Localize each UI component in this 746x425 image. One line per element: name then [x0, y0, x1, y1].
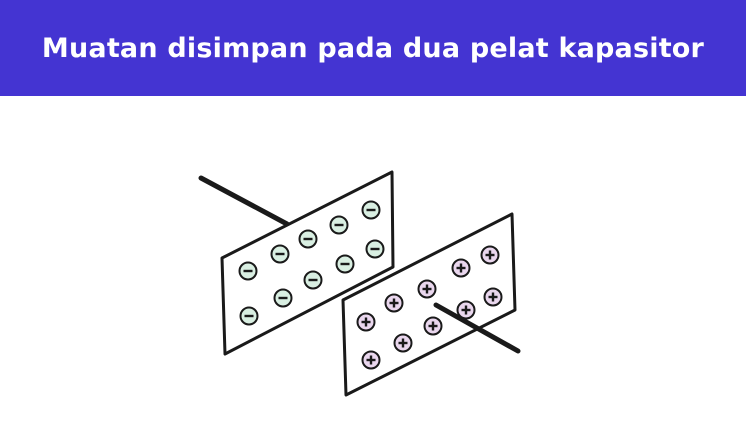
positive-plate — [341, 212, 517, 397]
negative-charge-icon — [335, 254, 355, 274]
positive-charges — [356, 245, 503, 370]
negative-charge-icon — [329, 215, 349, 235]
negative-charge-icon — [298, 229, 318, 249]
positive-lead-wire — [433, 302, 521, 354]
title-banner: Muatan disimpan pada dua pelat kapasitor — [0, 0, 746, 96]
negative-charge-icon — [239, 306, 259, 326]
page-title: Muatan disimpan pada dua pelat kapasitor — [41, 32, 705, 64]
positive-charge-icon — [384, 293, 404, 313]
capacitor-diagram — [0, 96, 746, 425]
positive-charge-icon — [451, 258, 471, 278]
positive-charge-icon — [480, 245, 500, 265]
positive-charge-icon — [393, 333, 413, 353]
positive-charge-icon — [423, 316, 443, 336]
negative-lead-wire — [198, 175, 290, 227]
negative-charge-icon — [303, 270, 323, 290]
negative-charge-icon — [270, 244, 290, 264]
negative-charge-icon — [238, 261, 258, 281]
negative-charge-icon — [365, 239, 385, 259]
positive-charge-icon — [417, 279, 437, 299]
positive-charge-icon — [483, 287, 503, 307]
negative-charges — [238, 200, 385, 326]
negative-plate — [220, 170, 395, 356]
positive-charge-icon — [456, 300, 476, 320]
positive-charge-icon — [356, 312, 376, 332]
negative-charge-icon — [273, 288, 293, 308]
negative-charge-icon — [361, 200, 381, 220]
positive-charge-icon — [361, 350, 381, 370]
capacitor-illustration — [198, 170, 521, 397]
